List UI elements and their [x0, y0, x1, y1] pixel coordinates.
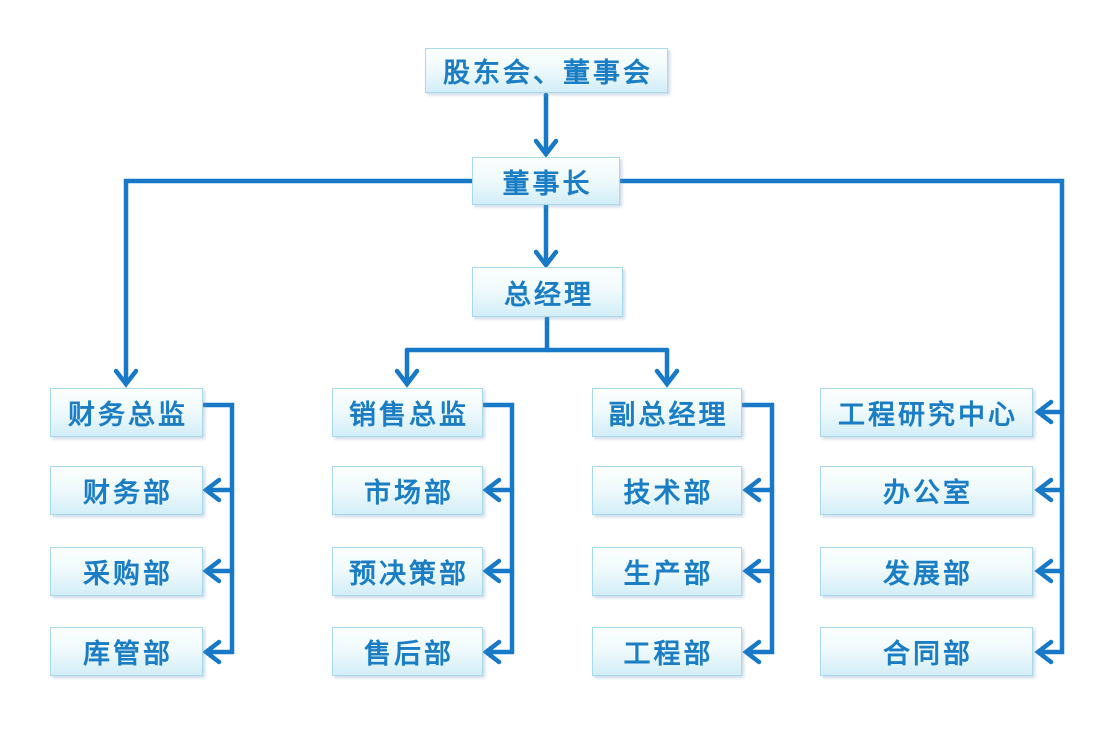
- connector-shareholders-chairman: [533, 92, 559, 158]
- node-shareholders-board: 股东会、董事会: [425, 48, 668, 93]
- connector-deputy-gm-depts: [740, 402, 775, 665]
- node-contract-dept: 合同部: [820, 627, 1033, 676]
- node-engineering-research-center: 工程研究中心: [820, 388, 1033, 437]
- node-warehouse-dept: 库管部: [50, 627, 203, 676]
- node-deputy-general-manager: 副总经理: [592, 388, 742, 437]
- node-sales-director: 销售总监: [332, 388, 483, 437]
- connector-chairman-general-manager: [533, 203, 559, 269]
- node-aftersales-dept: 售后部: [332, 627, 483, 676]
- connector-gm-split: [394, 315, 680, 388]
- node-development-dept: 发展部: [820, 547, 1033, 596]
- node-office: 办公室: [820, 466, 1033, 515]
- node-procurement-dept: 采购部: [50, 547, 203, 596]
- node-marketing-dept: 市场部: [332, 466, 483, 515]
- connector-chairman-finance-director: [113, 178, 474, 388]
- connector-finance-director-depts: [201, 402, 235, 665]
- node-general-manager: 总经理: [472, 267, 623, 317]
- node-engineering-dept: 工程部: [592, 627, 742, 676]
- node-finance-dept: 财务部: [50, 466, 203, 515]
- node-budget-decision-dept: 预决策部: [332, 547, 483, 596]
- connector-chairman-right-column: [618, 178, 1065, 665]
- node-production-dept: 生产部: [592, 547, 742, 596]
- node-finance-director: 财务总监: [50, 388, 203, 437]
- node-chairman: 董事长: [472, 157, 620, 205]
- connector-sales-director-depts: [481, 402, 515, 665]
- node-tech-dept: 技术部: [592, 466, 742, 515]
